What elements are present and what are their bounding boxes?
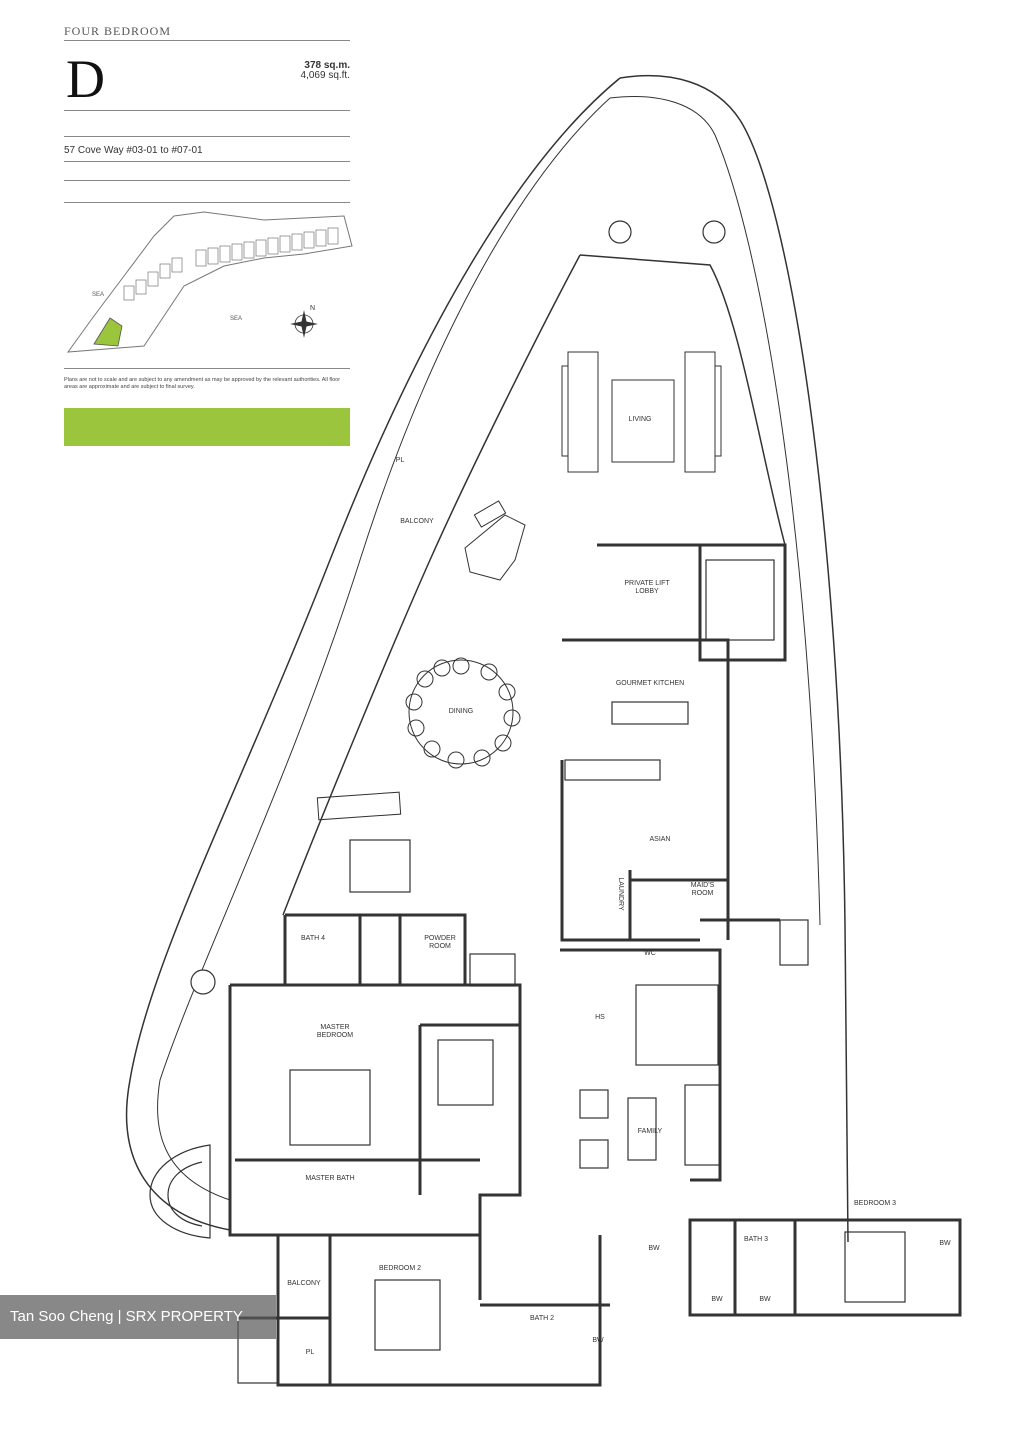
divider (64, 368, 350, 369)
sea-label-bottom: SEA (230, 316, 242, 322)
room-label-powder-room: POWDER ROOM (424, 935, 456, 950)
room-label-bw: BW (939, 1240, 951, 1247)
unit-address: 57 Cove Way #03-01 to #07-01 (64, 145, 203, 156)
north-label: N (310, 305, 315, 312)
room-label-bedroom-2: BEDROOM 2 (378, 1265, 421, 1272)
room-label-balcony-small: BALCONY (287, 1280, 321, 1287)
divider (64, 161, 350, 162)
room-label-bath-3: BATH 3 (744, 1236, 768, 1243)
divider (64, 180, 350, 181)
watermark-banner: Tan Soo Cheng | SRX PROPERTY (0, 1295, 276, 1339)
outer-boundary (619, 74, 849, 1243)
divider (64, 40, 350, 41)
unit-type-label: FOUR BEDROOM (64, 24, 172, 38)
divider (64, 136, 350, 137)
room-label-family: FAMILY (637, 1128, 663, 1135)
room-label-dining: DINING (448, 708, 474, 715)
room-label-bath-4: BATH 4 (301, 935, 325, 942)
highlighted-unit (93, 317, 123, 347)
room-label-balcony: BALCONY (400, 518, 434, 525)
north-arrow-icon: N (290, 305, 318, 338)
room-label-asian: ASIAN (649, 836, 671, 843)
room-label-bath-2: BATH 2 (530, 1315, 554, 1322)
room-label-bw: BW (592, 1337, 604, 1344)
disclaimer-text: Plans are not to scale and are subject t… (64, 377, 341, 390)
room-label-master-bath: MASTER BATH (305, 1175, 355, 1182)
room-label-bw: BW (648, 1245, 660, 1252)
accent-bar (64, 408, 350, 446)
sea-label-left: SEA (92, 292, 104, 298)
room-label-maids-room: MAID'S ROOM (690, 882, 715, 897)
room-label-wc: WC (644, 950, 656, 957)
room-label-laundry: LAUNDRY (617, 877, 624, 911)
outer-boundary-left (125, 77, 621, 1231)
divider (64, 202, 350, 203)
room-label-pl-small: PL (305, 1349, 315, 1356)
area-sqft: 4,069 sq.ft. (300, 70, 350, 81)
key-plan: SEA SEA N (66, 211, 353, 353)
room-label-bw: BW (711, 1296, 723, 1303)
room-label-hs: HS (595, 1014, 605, 1021)
room-label-gourmet-kitchen: GOURMET KITCHEN (615, 680, 685, 687)
area-sqm: 378 sq.m. (304, 60, 350, 71)
room-label-private-lift-lobby: PRIVATE LIFT LOBBY (624, 580, 670, 595)
room-label-bedroom-3: BEDROOM 3 (853, 1200, 896, 1207)
room-label-pl: PL (395, 457, 405, 464)
room-label-bw: BW (759, 1296, 771, 1303)
room-label-master-bedroom: MASTER BEDROOM (316, 1024, 354, 1039)
unit-letter: D (66, 49, 105, 109)
room-label-living: LIVING (628, 416, 652, 423)
divider (64, 110, 350, 111)
